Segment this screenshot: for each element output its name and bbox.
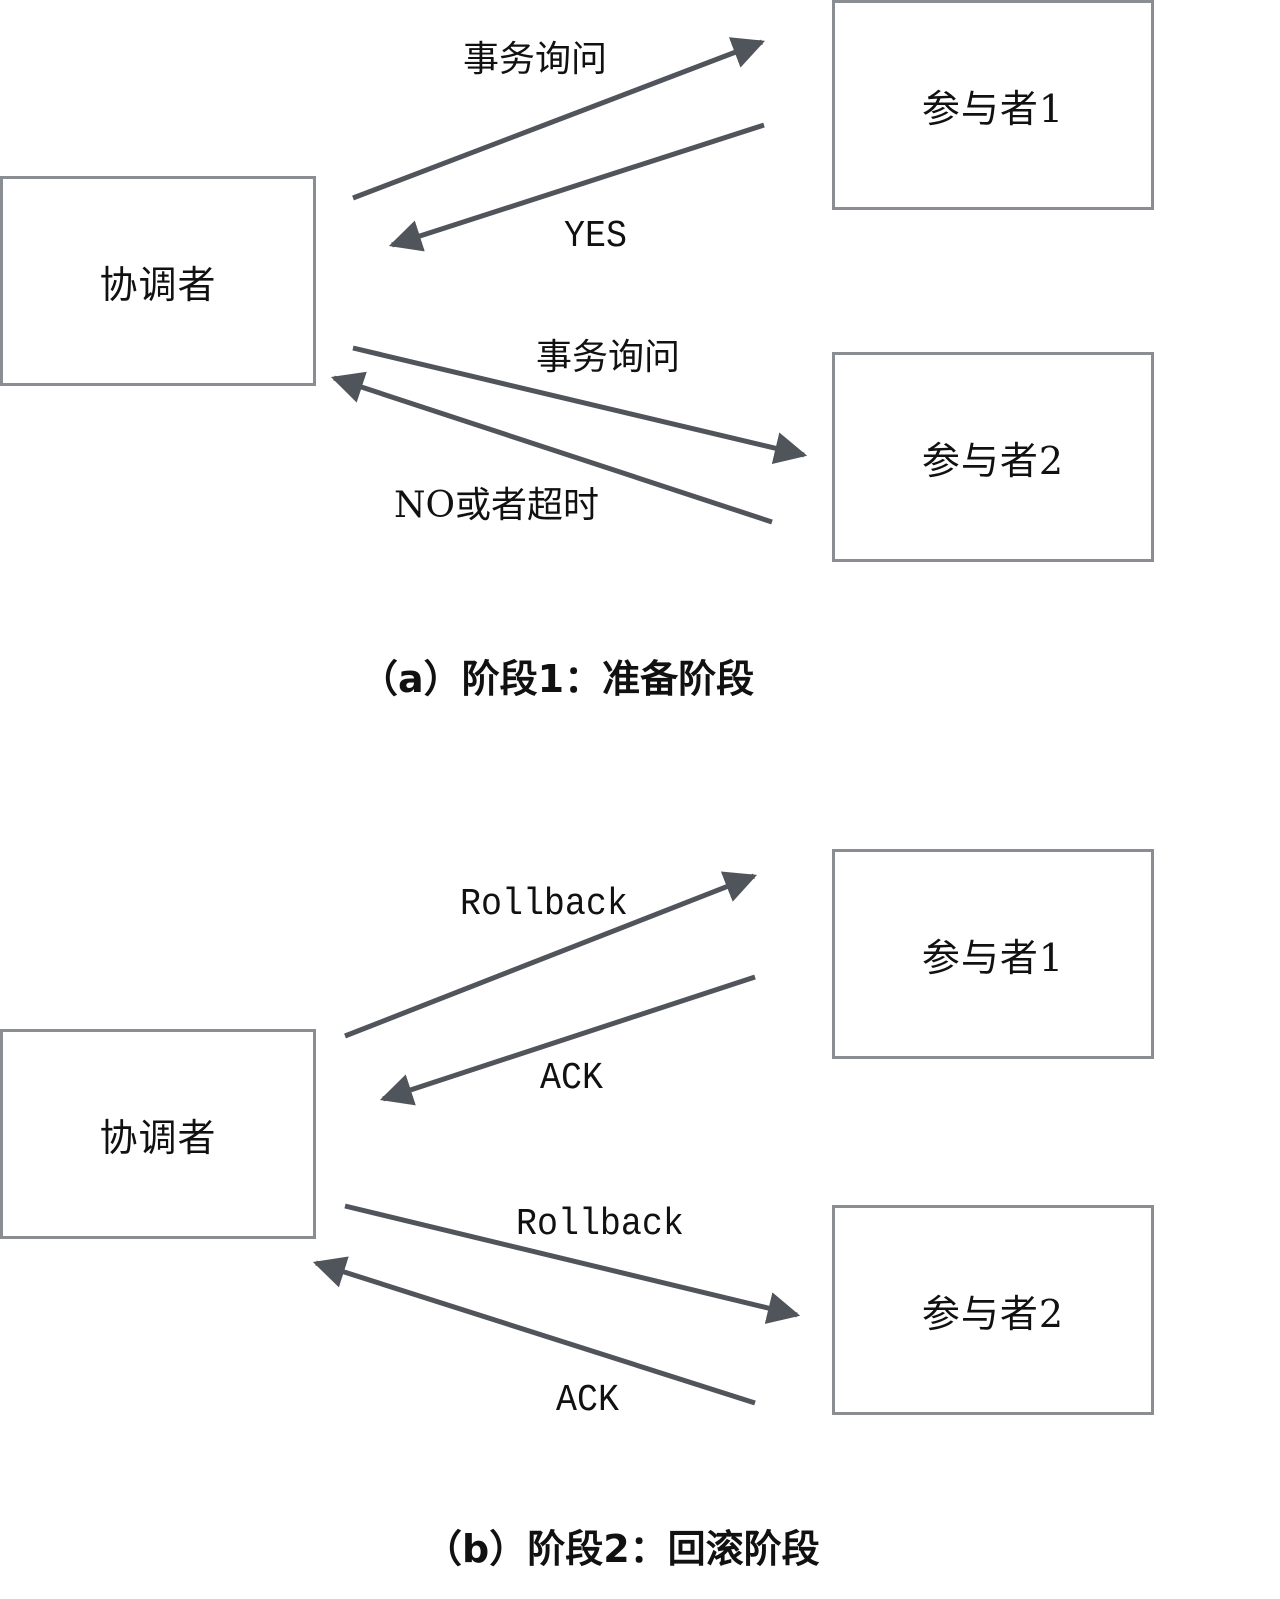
participant2-box-b: 参与者2 xyxy=(832,1205,1154,1415)
arrow-a-query-p1 xyxy=(352,37,766,201)
edge-label-b-ack-p2: ACK xyxy=(556,1379,619,1422)
edge-label-b-ack-p1: ACK xyxy=(540,1057,603,1100)
arrow-a-no-p2 xyxy=(330,371,773,525)
arrow-a-query-p2 xyxy=(352,345,808,465)
caption-panel-b: （b）阶段2：回滚阶段 xyxy=(424,1527,820,1571)
arrow-b-rollback-p2 xyxy=(344,1203,801,1324)
caption-panel-a: （a）阶段1：准备阶段 xyxy=(360,657,755,701)
participant1-box-a: 参与者1 xyxy=(832,0,1154,210)
arrow-a-yes-p1 xyxy=(388,122,765,252)
participant1-box-b: 参与者1 xyxy=(832,849,1154,1059)
edge-label-b-rollback-p2: Rollback xyxy=(516,1203,684,1246)
arrow-b-ack-p2 xyxy=(312,1256,756,1406)
coordinator-label: 协调者 xyxy=(99,262,217,307)
edge-label-a-no-timeout: NO或者超时 xyxy=(394,485,600,526)
edge-label-a-query-p1: 事务询问 xyxy=(463,39,608,80)
coordinator-box-a: 协调者 xyxy=(0,176,316,386)
arrow-b-ack-p1 xyxy=(379,974,756,1106)
coordinator-box-b: 协调者 xyxy=(0,1029,316,1239)
coordinator-label: 协调者 xyxy=(99,1115,217,1160)
participant2-box-a: 参与者2 xyxy=(832,352,1154,562)
arrow-b-rollback-p1 xyxy=(344,871,758,1039)
participant1-label: 参与者1 xyxy=(921,935,1065,980)
participant2-label: 参与者2 xyxy=(921,438,1065,483)
edge-label-a-yes: YES xyxy=(564,215,627,258)
edge-label-a-query-p2: 事务询问 xyxy=(536,337,681,378)
participant1-label: 参与者1 xyxy=(921,86,1065,131)
edge-label-b-rollback-p1: Rollback xyxy=(460,883,628,926)
participant2-label: 参与者2 xyxy=(921,1291,1065,1336)
